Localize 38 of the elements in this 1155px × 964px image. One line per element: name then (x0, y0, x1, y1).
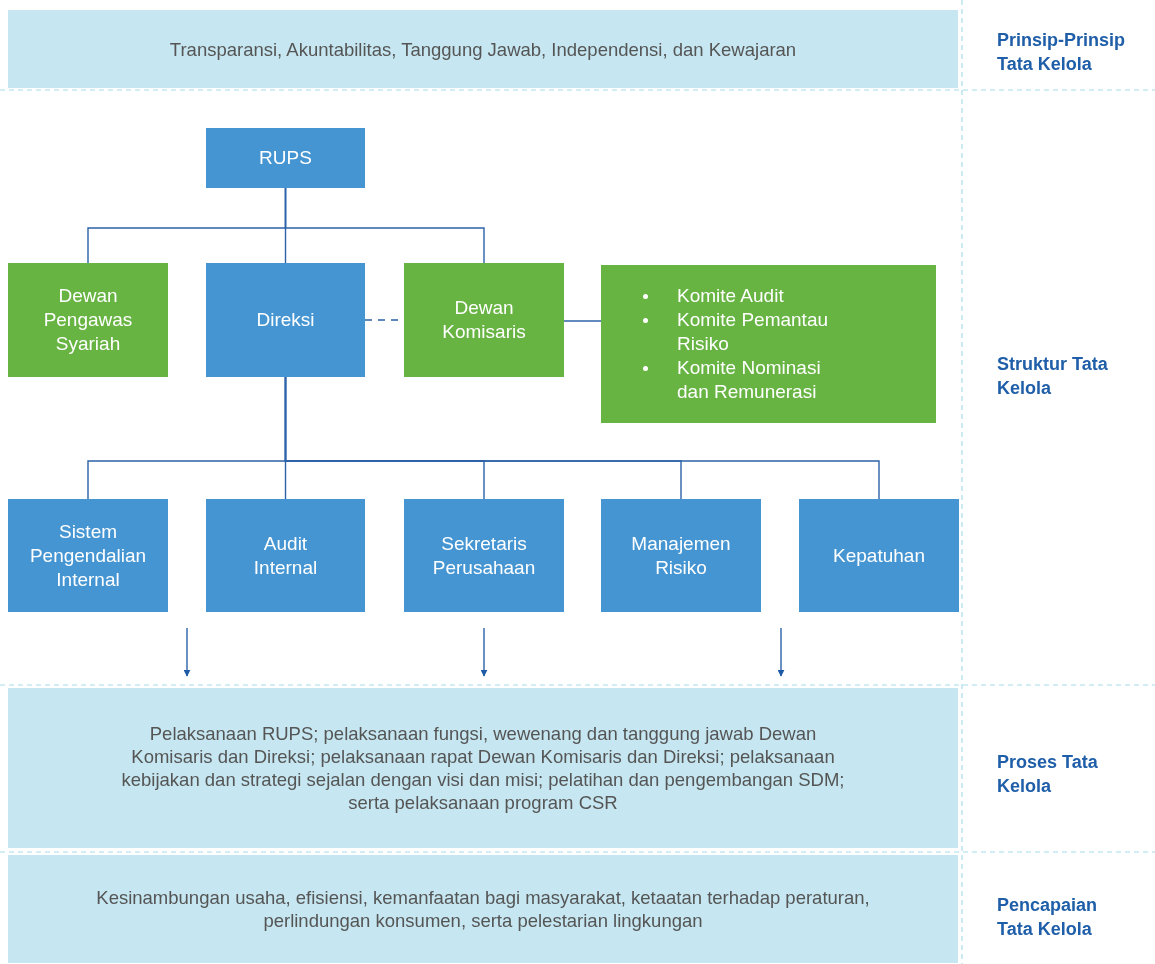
arrow (480, 627, 488, 677)
info-band (8, 10, 958, 88)
list-item: Komite Nominasi dan Remunerasi (677, 356, 822, 404)
box-label: Direksi (256, 308, 315, 332)
box-label: Dewan Pengawas Syariah (42, 284, 134, 356)
org-box (8, 263, 168, 377)
committee-box (601, 265, 936, 423)
org-box (601, 499, 761, 612)
arrow (777, 627, 785, 677)
section-heading: Proses Tata Kelola (997, 751, 1099, 798)
box-label: RUPS (259, 146, 312, 170)
band-text: Transparansi, Akuntabilitas, Tanggung Jawab, Independensi, dan Kewajaran (169, 37, 797, 61)
arrow (183, 627, 191, 677)
band-text: Pelaksanaan RUPS; pelaksanaan fungsi, wewenang dan tanggung jawab Dewan Komisaris dan Direksi; pelaksanaan rapat Dewan Komisaris dan Direksi; pelaksanaan kebijakan dan strategi sejalan dengan visi dan misi; pelatihan dan pengembangan SDM; serta pelaksanaan program CSR (120, 722, 846, 814)
band-text: Kesinambungan usaha, efisiensi, kemanfaatan bagi masyarakat, ketaatan terhadap peraturan, perlindungan konsumen, serta pelestarian lingkungan (95, 886, 871, 932)
list-item: Komite Audit (677, 284, 785, 308)
section-heading: Struktur Tata Kelola (997, 353, 1109, 400)
org-box (206, 263, 365, 377)
section-heading: Prinsip-Prinsip Tata Kelola (997, 29, 1127, 76)
org-box (404, 263, 564, 377)
list-item: Komite Pemantau Risiko (677, 308, 830, 356)
box-label: Sistem Pengendalian Internal (28, 519, 148, 592)
box-label: Sekretaris Perusahaan (431, 531, 537, 580)
connector-line (563, 320, 602, 322)
box-label: Audit Internal (252, 531, 319, 580)
box-label: Kepatuhan (833, 543, 925, 568)
org-box (404, 499, 564, 612)
org-box (206, 499, 365, 612)
box-label: Manajemen Risiko (630, 531, 732, 580)
org-box (8, 499, 168, 612)
info-band (8, 688, 958, 848)
info-band (8, 855, 958, 963)
org-box (799, 499, 959, 612)
section-heading: Pencapaian Tata Kelola (997, 894, 1099, 941)
org-box (206, 128, 365, 188)
box-label: Dewan Komisaris (441, 296, 527, 344)
connector-line (284, 376, 880, 500)
connector-line (284, 187, 485, 264)
